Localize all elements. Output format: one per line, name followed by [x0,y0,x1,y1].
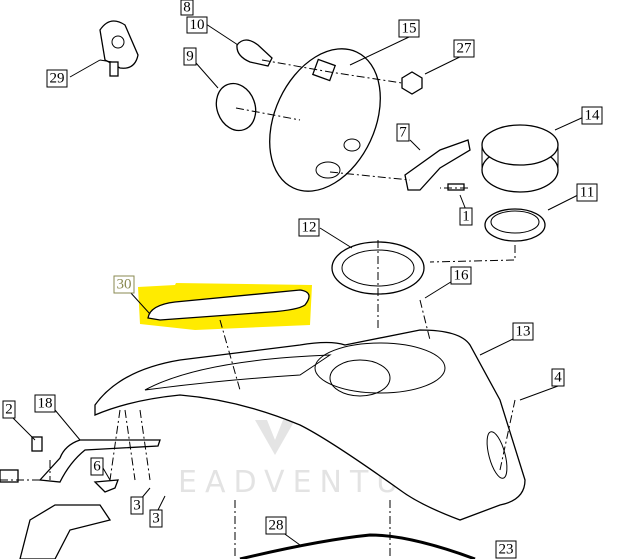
callout-8: 8 [180,0,194,16]
svg-text:4: 4 [554,370,562,386]
svg-text:27: 27 [457,41,473,57]
callout-9: 9 [183,47,197,66]
svg-text:29: 29 [50,71,65,87]
callout-29: 29 [46,69,68,88]
svg-text:15: 15 [402,21,417,37]
callout-1: 1 [459,207,473,226]
part-7-bracket [404,139,471,191]
svg-text:7: 7 [399,125,407,141]
svg-text:2: 2 [5,402,13,418]
callout-27: 27 [453,39,475,58]
callout-2: 2 [2,400,16,419]
part-2-bolt [31,436,43,452]
callout-10: 10 [186,16,208,34]
part-13-cover [94,329,526,521]
callout-12: 12 [298,218,320,237]
svg-text:1: 1 [462,209,470,225]
callout-15: 15 [398,19,420,38]
svg-text:28: 28 [269,518,284,534]
callout-13: 13 [512,322,534,341]
svg-text:11: 11 [580,185,594,201]
part-6-clip [93,479,119,493]
part-lower-left [19,504,112,559]
part-14-fuel-cap [481,124,559,193]
callout-6: 6 [90,457,104,476]
leader-lines [0,23,587,559]
svg-text:6: 6 [93,459,101,475]
svg-text:16: 16 [454,268,470,284]
part-10-lock [236,39,273,67]
part-29-switch [99,20,139,77]
svg-text:30: 30 [117,277,132,293]
svg-text:23: 23 [499,542,514,558]
callout-3a: 3 [130,496,144,515]
svg-text:18: 18 [38,396,53,412]
part-15-plate [269,48,381,192]
svg-text:9: 9 [186,49,194,65]
part-30-trim [147,289,310,321]
part-18-bracket [38,439,161,483]
callout-18: 18 [34,394,56,413]
callout-23: 23 [495,540,517,559]
svg-text:12: 12 [302,220,317,236]
part-1-screw [447,183,465,191]
callout-28: 28 [265,516,287,535]
part-27-nut [401,71,423,95]
callout-16: 16 [450,266,472,285]
svg-text:13: 13 [516,324,531,340]
callout-30: 30 [113,275,135,294]
part-11-seal [484,208,546,242]
part-9-oring [215,82,257,132]
callout-11: 11 [576,183,598,202]
svg-text:10: 10 [190,17,205,33]
callout-7: 7 [396,123,410,142]
part-28-seal-strip [239,533,476,559]
callout-14: 14 [581,106,603,125]
svg-text:3: 3 [152,511,160,527]
svg-text:3: 3 [133,498,141,514]
part-clip-left [0,469,19,483]
svg-text:8: 8 [183,0,191,16]
svg-text:14: 14 [585,108,601,124]
callout-3b: 3 [149,509,163,528]
callout-4: 4 [551,368,565,387]
